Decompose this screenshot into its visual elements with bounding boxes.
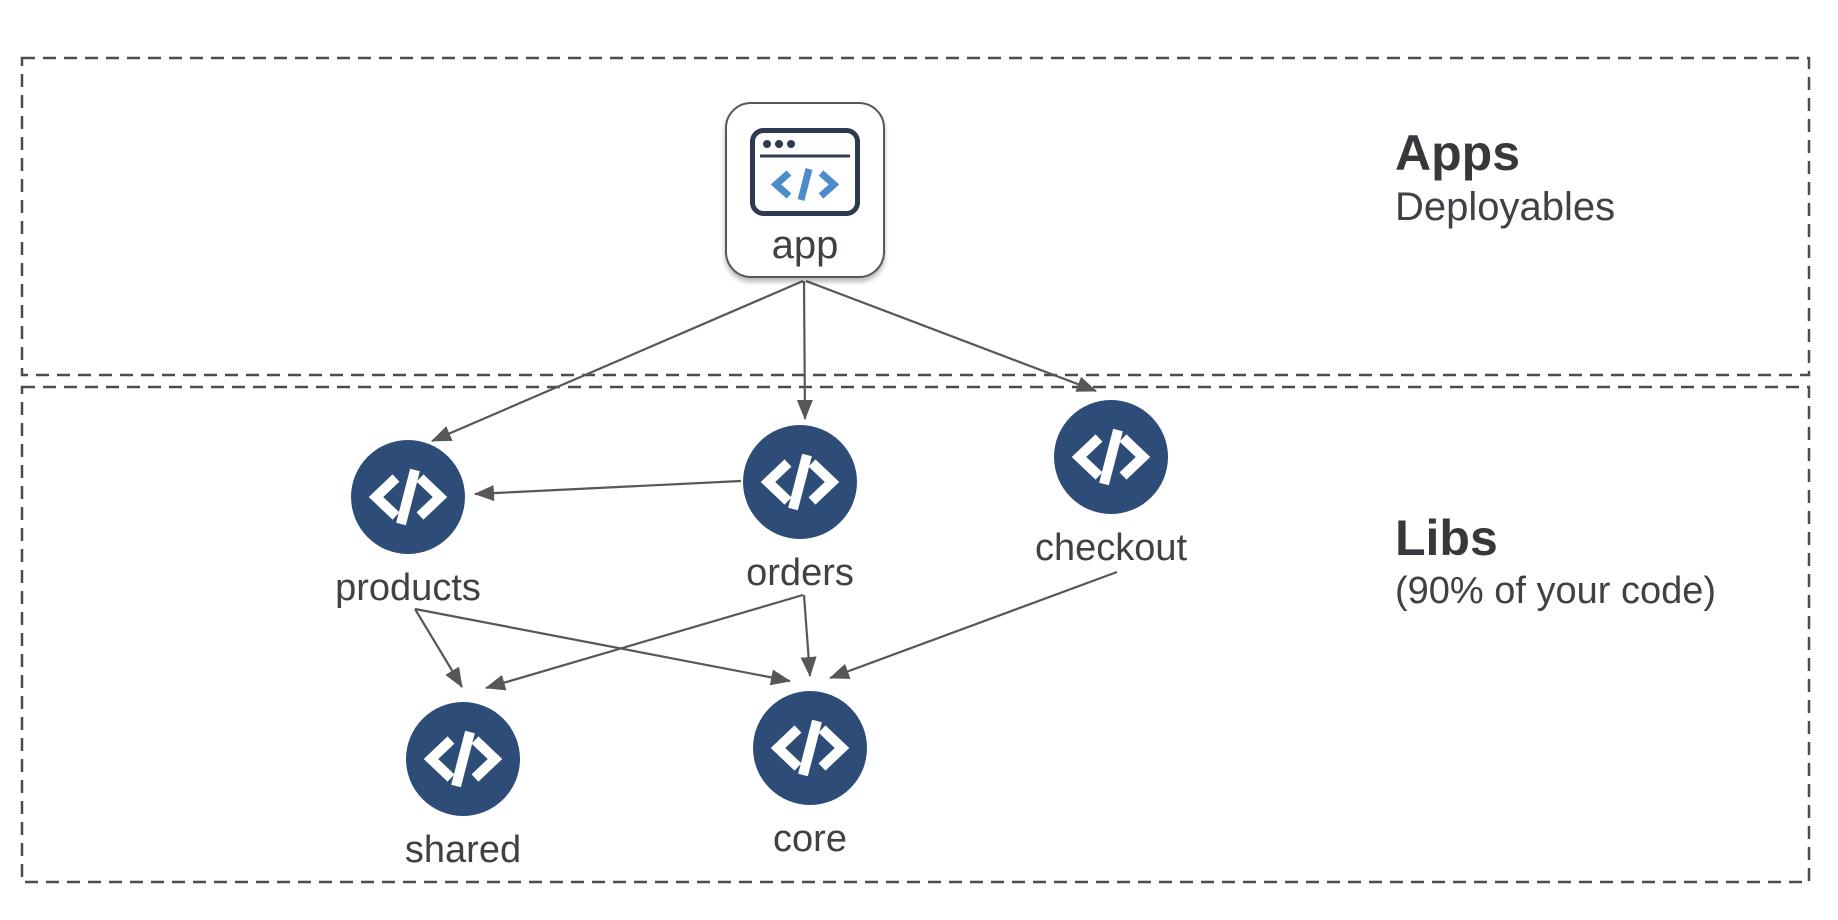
node-core[interactable]: core <box>730 691 890 861</box>
libs-section-frame <box>20 385 1811 884</box>
edge-app-to-orders <box>796 280 813 420</box>
node-label: orders <box>746 552 854 594</box>
node-label: shared <box>404 829 522 871</box>
node-checkout[interactable]: checkout <box>1031 400 1191 570</box>
edge-orders-to-shared <box>485 593 804 691</box>
libs-title: Libs <box>1395 510 1498 566</box>
node-products[interactable]: products <box>328 440 488 610</box>
libs-heading: Libs (90% of your code) <box>1395 511 1716 614</box>
node-label: core <box>773 818 847 860</box>
code-icon <box>1054 400 1168 514</box>
edge-orders-to-products <box>474 479 742 502</box>
code-icon <box>743 425 857 539</box>
edge-app-to-checkout <box>805 279 1097 393</box>
code-icon <box>753 691 867 805</box>
edge-app-to-products <box>431 279 804 443</box>
apps-heading: Apps Deployables <box>1395 126 1615 231</box>
browser-code-icon <box>750 128 860 216</box>
node-app[interactable]: app <box>725 102 885 278</box>
edge-checkout-to-core <box>829 570 1118 680</box>
apps-subtitle: Deployables <box>1395 185 1616 229</box>
edge-products-to-core <box>414 607 791 686</box>
edge-products-to-shared <box>414 608 463 688</box>
edge-orders-to-core <box>800 594 817 677</box>
node-label: products <box>335 567 481 609</box>
node-label: checkout <box>1034 527 1188 569</box>
apps-section-frame <box>20 56 1811 377</box>
node-label: app <box>771 223 839 267</box>
node-orders[interactable]: orders <box>720 425 880 595</box>
code-icon <box>406 702 520 816</box>
node-shared[interactable]: shared <box>383 702 543 872</box>
libs-subtitle: (90% of your code) <box>1395 570 1717 612</box>
apps-title: Apps <box>1395 125 1520 181</box>
code-icon <box>351 440 465 554</box>
